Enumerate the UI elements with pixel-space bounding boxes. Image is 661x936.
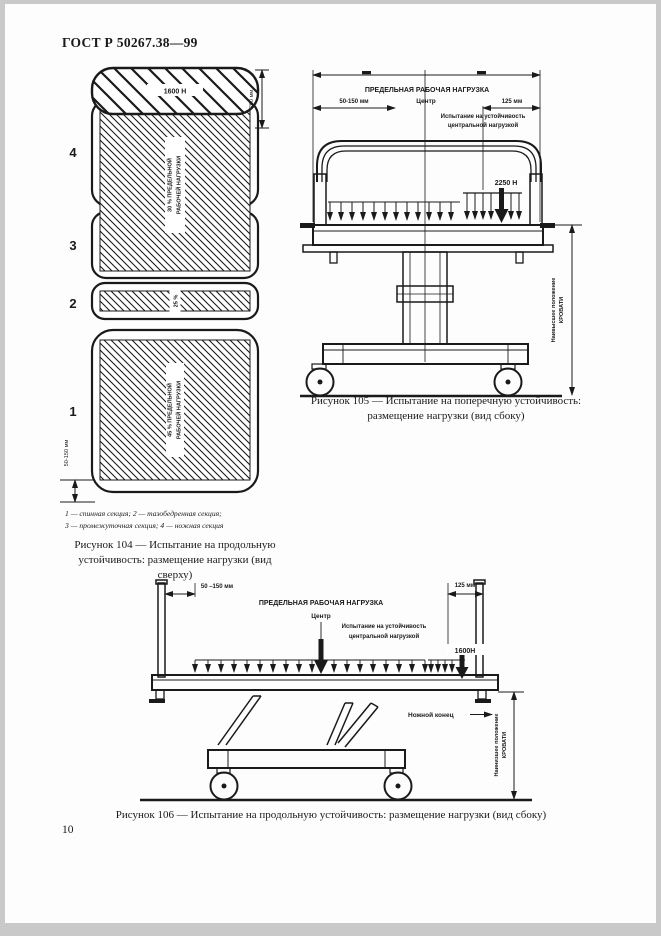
center-load-arrow — [314, 639, 328, 674]
dim-260-label: 260 мм — [249, 90, 255, 109]
standard-page: ГОСТ Р 50267.38—99 30 % ПРЕДЕЛЬНОЙ РАБОЧ… — [5, 4, 656, 923]
platform — [302, 224, 554, 264]
bed-end-posts — [155, 579, 486, 678]
load-area-45pct-label: 45 % ПРЕДЕЛЬНОЙ РАБОЧЕЙ НАГРУЗКИ — [166, 381, 183, 439]
svg-text:КРОВАТИ: КРОВАТИ — [559, 297, 565, 323]
dim-50-150-lines — [60, 479, 95, 503]
right-foot-pad — [540, 223, 555, 228]
dim-left-label: 50 –150 мм — [201, 584, 234, 590]
left-foot-pad — [300, 223, 315, 228]
load-title-label: ПРЕДЕЛЬНАЯ РАБОЧАЯ НАГРУЗКА — [365, 87, 489, 94]
bracket-load-arrows — [428, 660, 455, 673]
fig105-drawing: ПРЕДЕЛЬНАЯ РАБОЧАЯ НАГРУЗКА 50-150 мм Це… — [300, 70, 582, 398]
force-1600-arrow — [455, 655, 469, 679]
base-frame — [322, 343, 529, 365]
central-load-test-label2: центральной нагрузкой — [349, 633, 420, 640]
svg-text:30 % ПРЕДЕЛЬНОЙ: 30 % ПРЕДЕЛЬНОЙ — [166, 158, 174, 212]
fig104-legend: 1 — спинная секция; 2 — тазобедренная се… — [65, 508, 223, 532]
page-number: 10 — [62, 824, 74, 836]
extension-lines — [312, 70, 541, 362]
load-area-30pct — [99, 102, 251, 272]
fig106-caption: Рисунок 106 — Испытание на продольную ус… — [115, 809, 547, 821]
fig104-drawing: 30 % ПРЕДЕЛЬНОЙ РАБОЧЕЙ НАГРУЗКИ 1600 Н … — [60, 66, 269, 503]
svg-text:Наивысшее положение: Наивысшее положение — [551, 278, 557, 343]
section-number-2: 2 — [69, 296, 76, 311]
right-pad — [475, 699, 491, 703]
dim-mark-right — [477, 71, 486, 75]
svg-text:Наинизшее положение: Наинизшее положение — [494, 713, 500, 776]
left-caster-wheel — [209, 767, 239, 801]
height-position-label: Наивысшее положение КРОВАТИ — [551, 278, 565, 343]
dim-right-label: 125 мм — [455, 583, 476, 589]
svg-text:РАБОЧЕЙ НАГРУЗКИ: РАБОЧЕЙ НАГРУЗКИ — [175, 156, 183, 214]
fig106-drawing: 50 –150 мм 125 мм ПРЕДЕЛЬНАЯ РАБОЧАЯ НАГ… — [140, 579, 532, 802]
legend-line1: 1 — спинная секция; 2 — тазобедренная се… — [65, 509, 222, 518]
platform — [151, 674, 499, 700]
center-label: Центр — [416, 98, 436, 105]
distributed-load-arrows — [327, 202, 454, 221]
fig105-caption: Рисунок 105 — Испытание на поперечную ус… — [310, 395, 582, 422]
dim-right-label: 125 мм — [502, 99, 523, 105]
dim-50-150-label: 50-150 мм — [64, 440, 70, 467]
section-number-1: 1 — [69, 404, 76, 419]
svg-text:РАБОЧЕЙ НАГРУЗКИ: РАБОЧЕЙ НАГРУЗКИ — [175, 381, 183, 439]
dim-mark-left — [362, 71, 371, 75]
load-area-25pct-label: 25 % — [174, 295, 180, 308]
svg-text:КРОВАТИ: КРОВАТИ — [502, 732, 508, 758]
dim-260-lines — [255, 69, 269, 129]
bracket-load-arrows — [464, 193, 522, 220]
left-pad — [149, 699, 165, 703]
svg-text:45 % ПРЕДЕЛЬНОЙ: 45 % ПРЕДЕЛЬНОЙ — [166, 383, 174, 437]
central-load-test-label1: Испытание на устойчивость — [441, 113, 526, 120]
base-frame — [207, 749, 406, 769]
right-caster-wheel — [493, 363, 523, 397]
dim-left-label: 50-150 мм — [339, 99, 369, 105]
force-2250-arrow — [494, 188, 509, 223]
right-caster-wheel — [383, 767, 413, 801]
fig104-caption: Рисунок 104 — Испытание на продольную ус… — [74, 539, 276, 581]
central-load-test-label2: центральной нагрузкой — [448, 122, 519, 129]
foot-end-label: Ножной конец — [408, 711, 454, 719]
force-1600-label: 1600Н — [455, 648, 476, 655]
section-number-4: 4 — [69, 145, 77, 160]
distributed-load-arrows — [192, 660, 428, 673]
load-title-label: ПРЕДЕЛЬНАЯ РАБОЧАЯ НАГРУЗКА — [259, 600, 383, 607]
legend-line2: 3 — промежуточная секция; 4 — ножная сек… — [65, 521, 224, 530]
central-load-test-label1: Испытание на устойчивость — [342, 623, 427, 630]
center-label: Центр — [311, 613, 331, 620]
left-caster-wheel — [305, 363, 335, 397]
load-area-30pct-label: 30 % ПРЕДЕЛЬНОЙ РАБОЧЕЙ НАГРУЗКИ — [166, 156, 183, 214]
load-strip-label: 1600 Н — [164, 89, 187, 96]
page-title: ГОСТ Р 50267.38—99 — [62, 35, 198, 50]
section-number-3: 3 — [69, 238, 76, 253]
height-position-label: Наинизшее положение КРОВАТИ — [494, 713, 508, 776]
scissor-legs — [217, 695, 379, 748]
force-2250-label: 2250 Н — [495, 180, 518, 187]
